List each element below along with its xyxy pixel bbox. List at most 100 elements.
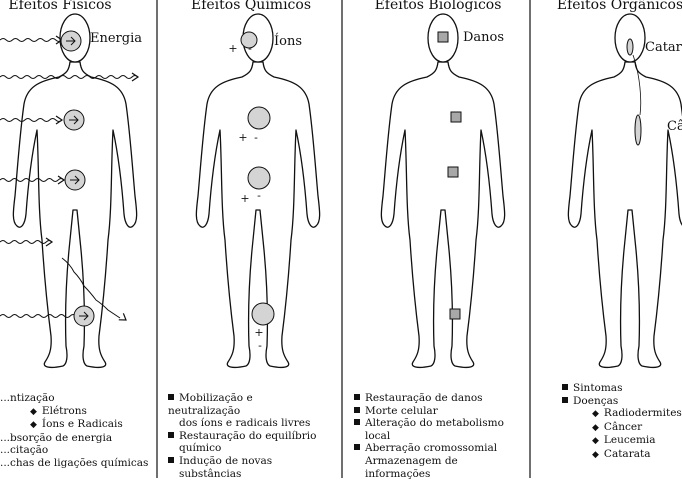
effect-item-text: Aberração cromossomial bbox=[365, 442, 498, 455]
radiation-wave bbox=[0, 314, 77, 318]
effect-item: ◆Catarata bbox=[562, 448, 682, 462]
arrow-head bbox=[45, 237, 54, 247]
diamond-bullet-icon: ◆ bbox=[30, 420, 37, 431]
effect-item-text: Restauração do equilíbrio bbox=[179, 429, 317, 442]
body-outline bbox=[380, 61, 506, 369]
effect-item-text: Indução de novas bbox=[179, 454, 273, 467]
effect-item: ...chas de ligações químicas bbox=[0, 457, 150, 470]
square-bullet-icon bbox=[354, 444, 360, 451]
effect-item-text: Catarata bbox=[603, 447, 651, 460]
effect-item-text: local bbox=[365, 429, 391, 442]
panel-title: Efeitos Biológicos bbox=[375, 0, 502, 13]
radiation-wave bbox=[0, 118, 63, 122]
ion-marker bbox=[247, 166, 271, 190]
effect-item-text: dos íons e radicais livres bbox=[179, 417, 311, 430]
cancer-label: Câ bbox=[667, 119, 682, 134]
effect-item-text: Íons e Radicais bbox=[41, 418, 123, 431]
arrow-icon bbox=[69, 115, 79, 125]
plus-sign: + bbox=[240, 192, 249, 205]
effect-item: ◆ Íons e Radicais bbox=[0, 418, 150, 432]
cancer-marker bbox=[634, 114, 642, 146]
effect-item: Mobilização e neutralização bbox=[168, 392, 328, 417]
effect-item: ...bsorção de energia bbox=[0, 432, 150, 445]
square-bullet-icon bbox=[562, 396, 568, 403]
effect-item: Doenças bbox=[562, 395, 682, 408]
ion-marker bbox=[247, 106, 271, 130]
ion-marker bbox=[240, 31, 258, 49]
organ-link-line bbox=[632, 54, 642, 116]
effect-item-text: ...ntização bbox=[0, 392, 55, 404]
arrow-head bbox=[57, 175, 66, 185]
effect-item: Sintomas bbox=[562, 382, 682, 395]
effect-item-text: Armazenagem de informações bbox=[365, 454, 458, 480]
square-bullet-icon bbox=[354, 419, 360, 426]
square-bullet-icon bbox=[168, 394, 174, 400]
arrow-icon bbox=[66, 36, 76, 46]
effect-item: Armazenagem de informações bbox=[354, 455, 524, 480]
radiation-wave bbox=[0, 178, 65, 182]
diamond-bullet-icon: ◆ bbox=[592, 409, 599, 420]
effect-item: ◆Elétrons bbox=[0, 405, 150, 419]
square-bullet-icon bbox=[168, 431, 174, 438]
minus-sign: - bbox=[258, 339, 262, 352]
cataract-label: Catarata bbox=[645, 40, 682, 55]
square-bullet-icon bbox=[168, 456, 174, 463]
damage-marker bbox=[449, 308, 461, 320]
effect-item-text: ...bsorção de energia bbox=[0, 431, 113, 444]
effect-item-text: Alteração do metabolismo bbox=[365, 417, 504, 430]
body-outline bbox=[567, 61, 682, 369]
panel-title: Efeitos Químicos bbox=[191, 0, 311, 13]
effect-item: Aberração cromossomial bbox=[354, 442, 524, 455]
effect-item: Morte celular bbox=[354, 405, 524, 418]
effect-item-text: Radiodermites bbox=[603, 407, 682, 420]
damage-marker bbox=[447, 166, 459, 178]
effect-item: dos íons e radicais livres bbox=[168, 417, 328, 430]
effect-item: ◆Leucemia bbox=[562, 434, 682, 448]
effect-item-text: químico bbox=[179, 442, 222, 455]
diamond-bullet-icon: ◆ bbox=[592, 436, 599, 447]
effect-item: ◆ Radiodermites bbox=[562, 407, 682, 421]
arrow-icon bbox=[70, 175, 80, 185]
effect-item-text: substâncias bbox=[179, 467, 242, 480]
ion-marker bbox=[251, 302, 275, 326]
radiation-wave bbox=[0, 38, 63, 42]
human-body-figure bbox=[380, 13, 506, 369]
effect-item-text: Câncer bbox=[603, 420, 643, 433]
effect-item: Restauração do equilíbrio bbox=[168, 430, 328, 443]
ions-label: Íons bbox=[274, 33, 302, 49]
square-bullet-icon bbox=[562, 384, 568, 390]
effect-item-text: Morte celular bbox=[365, 404, 438, 417]
effect-item: Alteração do metabolismo bbox=[354, 417, 524, 430]
diamond-bullet-icon: ◆ bbox=[592, 422, 599, 433]
effect-item: substâncias bbox=[168, 468, 328, 480]
effect-item-text: Elétrons bbox=[41, 404, 87, 417]
effect-item: local bbox=[354, 430, 524, 443]
minus-sign: - bbox=[248, 42, 252, 55]
arrow-head bbox=[131, 72, 140, 82]
scattered-radiation-wave bbox=[61, 257, 121, 319]
minus-sign: - bbox=[254, 131, 258, 144]
arrow-head bbox=[55, 115, 64, 125]
effect-item: ...ntização bbox=[0, 392, 150, 405]
effect-item: Indução de novas bbox=[168, 455, 328, 468]
physical-effects-list: ...ntização◆Elétrons◆ Íons e Radicais...b… bbox=[0, 392, 150, 470]
damage-marker bbox=[437, 31, 449, 43]
plus-sign: + bbox=[228, 42, 237, 55]
square-bullet-icon bbox=[354, 394, 360, 400]
plus-sign: + bbox=[254, 326, 263, 339]
arrow-icon bbox=[79, 311, 89, 321]
effect-item-text: ...chas de ligações químicas bbox=[0, 456, 149, 469]
square-bullet-icon bbox=[354, 406, 360, 413]
effect-item: químico bbox=[168, 442, 328, 455]
damage-marker bbox=[450, 111, 462, 123]
arrow-head bbox=[118, 313, 127, 321]
effect-item: ◆ Câncer bbox=[562, 421, 682, 435]
human-body-figure bbox=[567, 13, 682, 369]
cataract-marker bbox=[626, 38, 634, 56]
effect-item: ...citação bbox=[0, 444, 150, 457]
effect-item-text: Mobilização e neutralização bbox=[168, 392, 253, 417]
panel-title: Efeitos Orgânicos bbox=[557, 0, 682, 13]
